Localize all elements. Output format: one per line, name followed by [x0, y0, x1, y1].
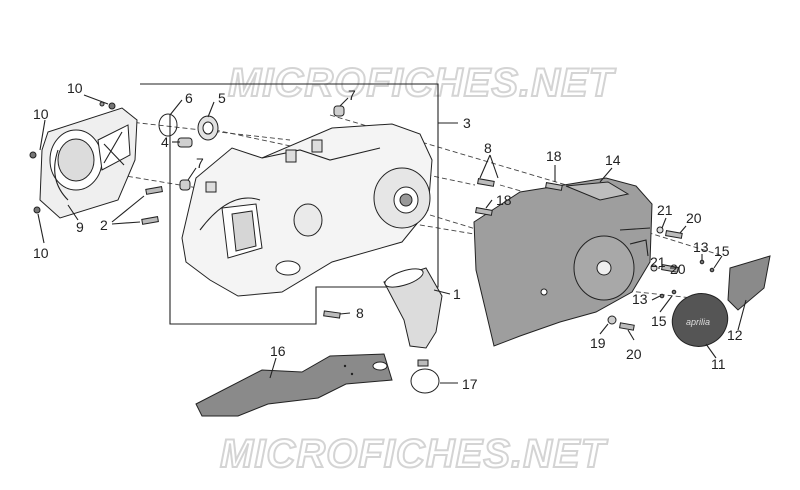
leader-lines	[37, 94, 747, 384]
callout-9: 9	[76, 219, 84, 235]
callout-13b: 13	[632, 291, 648, 307]
callout-19: 19	[590, 335, 606, 351]
badge-cap: aprilia	[671, 293, 729, 347]
callout-20c: 20	[626, 346, 642, 362]
callout-21b: 21	[650, 254, 666, 270]
left-filter-cover	[39, 107, 138, 219]
badge-logo-text: aprilia	[686, 317, 710, 327]
callout-4: 4	[161, 134, 169, 150]
screws-right	[475, 178, 715, 331]
callout-16: 16	[270, 343, 286, 359]
outer-cover	[473, 177, 653, 347]
callout-20b: 20	[670, 261, 686, 277]
gasket	[195, 353, 393, 417]
watermark-top: MICROFICHES.NET	[228, 61, 617, 105]
callout-15b: 15	[651, 313, 667, 329]
callout-17: 17	[462, 376, 478, 392]
callout-5: 5	[218, 90, 226, 106]
callout-20a: 20	[686, 210, 702, 226]
callout-14: 14	[605, 152, 621, 168]
callout-7b: 7	[196, 155, 204, 171]
crankcase-cover	[181, 123, 433, 297]
callout-15a: 15	[714, 243, 730, 259]
watermark-bottom: MICROFICHES.NET	[220, 432, 609, 476]
side-plate	[727, 255, 771, 311]
callout-3: 3	[463, 115, 471, 131]
callout-10b: 10	[67, 80, 83, 96]
screws-10	[29, 101, 116, 214]
callout-10c: 10	[33, 245, 49, 261]
screw-8-lower	[323, 310, 341, 319]
callout-18b: 18	[496, 192, 512, 208]
callout-18a: 18	[546, 148, 562, 164]
small-components	[158, 105, 345, 191]
callout-6: 6	[185, 90, 193, 106]
callout-12: 12	[727, 327, 743, 343]
callout-labels: 10 10 10 9 2 6 5 4 7 7 3 1 8 8 18 18 14 …	[33, 80, 743, 392]
callout-11: 11	[711, 356, 726, 372]
callout-13a: 13	[693, 239, 709, 255]
assembly-frame	[140, 83, 439, 325]
callout-7a: 7	[348, 87, 356, 103]
callout-10a: 10	[33, 106, 49, 122]
intake-duct	[383, 267, 443, 349]
callout-2: 2	[100, 217, 108, 233]
callout-1: 1	[453, 286, 461, 302]
hose-clamp	[410, 359, 440, 394]
callout-8-upper: 8	[484, 140, 492, 156]
callout-21a: 21	[657, 202, 673, 218]
callout-8-lower: 8	[356, 305, 364, 321]
screws-2	[141, 186, 163, 225]
